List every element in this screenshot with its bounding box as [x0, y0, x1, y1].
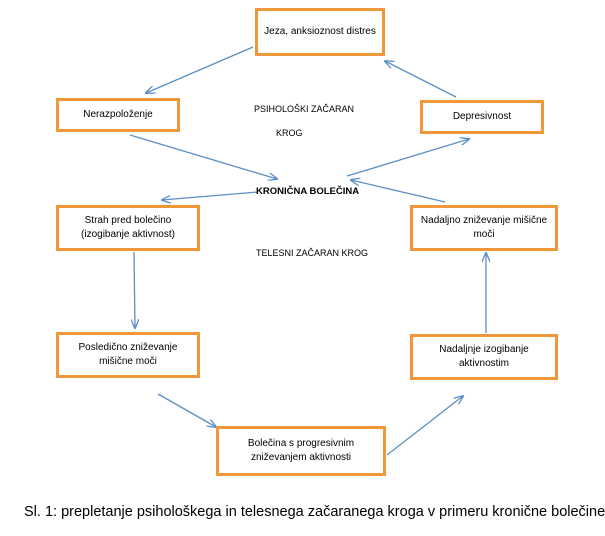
node-consequent-decrease: Posledično zniževanje mišične moči	[56, 332, 200, 378]
node-pain: Bolečina s progresivnim zniževanjem akti…	[216, 426, 386, 476]
psych-cycle-label-line1: PSIHOLOŠKI ZAČARAN	[254, 104, 355, 114]
node-further-avoidance: Nadaljnje izogibanje aktivnostim	[410, 334, 558, 380]
node-depression-label: Depresivnost	[452, 111, 512, 122]
arrow-bad-mood-to-chronic-pain	[129, 134, 277, 179]
node-bad-mood-label: Nerazpoloženje	[83, 109, 153, 120]
arrow-chronic-pain-to-depression	[346, 139, 469, 177]
arrow-pain-to-further-avoidance	[386, 396, 463, 456]
node-consequent-decrease-label: Posledično zniževanje mišične moči	[78, 342, 178, 367]
node-bad-mood: Nerazpoloženje	[56, 98, 180, 132]
node-anxiety: Jeza, anksioznost distres	[255, 8, 385, 56]
figure-caption: Sl. 1: prepletanje psihološkega in teles…	[24, 504, 605, 520]
psych-cycle-label-line2: KROG	[276, 128, 303, 138]
physical-cycle-label: TELESNI ZAČARAN KROG	[256, 248, 369, 258]
node-pain-label: Bolečina s progresivnim zniževanjem akti…	[247, 438, 355, 463]
node-anxiety-label: Jeza, anksioznost distres	[264, 26, 376, 37]
node-depression: Depresivnost	[420, 100, 544, 134]
arrow-chronic-pain-to-fear	[162, 191, 259, 200]
node-further-decrease-label: Nadaljno zniževanje mišične moči	[420, 215, 548, 240]
arrow-consequent-decrease-to-pain	[157, 393, 216, 427]
node-further-decrease: Nadaljno zniževanje mišične moči	[410, 205, 558, 251]
node-fear-label: Strah pred bolečino (izogibanje aktivnos…	[81, 215, 175, 240]
node-further-avoidance-label: Nadaljnje izogibanje aktivnostim	[439, 344, 529, 369]
arrow-further-decrease-to-chronic-pain	[351, 180, 446, 203]
chronic-pain-label: KRONIČNA BOLEČINA	[256, 186, 360, 197]
node-fear: Strah pred bolečino (izogibanje aktivnos…	[56, 205, 200, 251]
arrow-depression-to-anxiety	[385, 61, 457, 98]
arrow-anxiety-to-bad-mood	[146, 46, 254, 93]
arrow-fear-to-consequent-decrease	[134, 251, 135, 328]
